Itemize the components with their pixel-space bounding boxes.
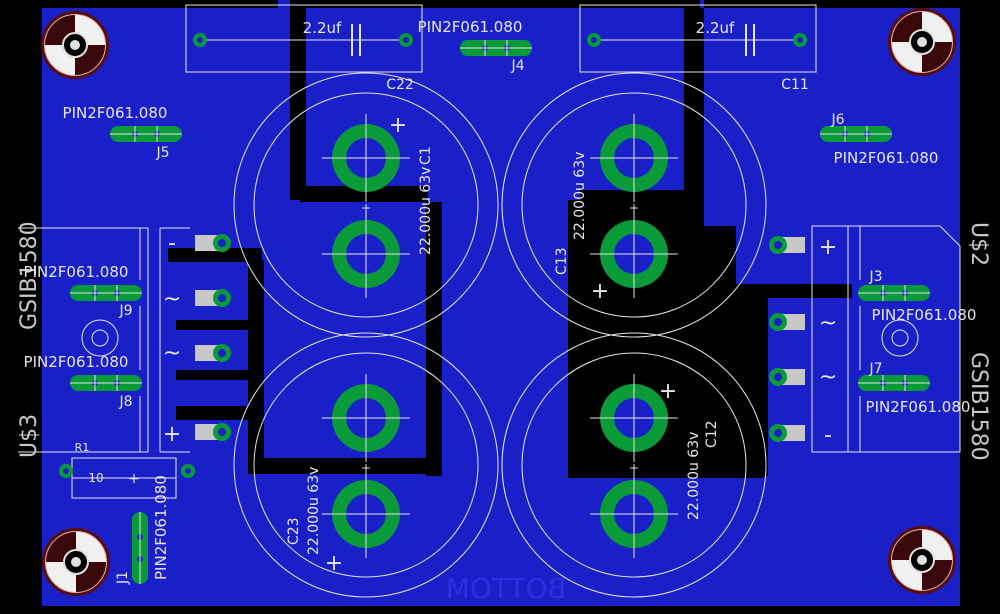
us2-minus-marker: - bbox=[824, 423, 832, 448]
c23-value-label: 22.000u 63v bbox=[306, 467, 322, 555]
mounting-hole-top-left bbox=[40, 10, 110, 80]
r1-value-label: 10 bbox=[88, 471, 103, 485]
capacitor-c1: + + 22.000u 63v C1 bbox=[321, 113, 434, 299]
us2-ac2-marker: ~ bbox=[819, 365, 837, 390]
j1-value-label: PIN2F061.080 bbox=[152, 475, 170, 580]
c13-plus-marker: + bbox=[591, 279, 609, 304]
j6-value-label: PIN2F061.080 bbox=[834, 149, 939, 167]
c11-name-label: C11 bbox=[781, 77, 809, 93]
j5-value-label: PIN2F061.080 bbox=[63, 104, 168, 122]
c23-plus-marker: + bbox=[325, 551, 343, 576]
jumper-j1: J1 PIN2F061.080 bbox=[115, 475, 170, 585]
c12-plus-marker: + bbox=[659, 379, 677, 404]
jumper-j3: J3 PIN2F061.080 bbox=[852, 269, 976, 324]
c23-center-marker: + bbox=[361, 461, 371, 475]
mounting-hole-bottom-left bbox=[41, 527, 111, 597]
j8-name-label: J8 bbox=[118, 394, 132, 410]
c1-name-label: C1 bbox=[418, 146, 434, 165]
jumper-j9: PIN2F061.080 J9 bbox=[24, 263, 146, 319]
electrolytic-outlines bbox=[233, 72, 767, 598]
j4-value-label: PIN2F061.080 bbox=[418, 18, 523, 36]
capacitor-c11: 2.2uf C11 bbox=[579, 4, 817, 93]
j4-name-label: J4 bbox=[510, 58, 524, 74]
r1-name-label: R1 bbox=[75, 441, 90, 454]
bridge-rectifier-us2: + ~ ~ - U$2 GSIB1580 bbox=[769, 222, 991, 461]
us3-ac1-marker: ~ bbox=[163, 287, 181, 312]
r1-plus-marker: + bbox=[128, 471, 140, 487]
jumper-j6: J6 PIN2F061.080 bbox=[819, 112, 939, 167]
j3-value-label: PIN2F061.080 bbox=[872, 306, 977, 324]
jumper-j5: PIN2F061.080 J5 bbox=[63, 104, 183, 161]
resistor-r1: + R1 10 bbox=[56, 441, 196, 499]
c1-center-marker: + bbox=[361, 201, 371, 215]
c13-center-marker: + bbox=[629, 201, 639, 215]
c1-value-label: 22.000u 63v bbox=[418, 167, 434, 255]
capacitor-c23: + + 22.000u 63v C23 bbox=[286, 373, 411, 576]
capacitor-c12: + + 22.000u 63v C12 bbox=[589, 373, 720, 559]
j9-name-label: J9 bbox=[118, 303, 132, 319]
us3-minus-marker: - bbox=[168, 231, 176, 256]
c12-name-label: C12 bbox=[704, 420, 720, 448]
us3-plus-marker: + bbox=[163, 422, 181, 447]
us2-name-label: U$2 bbox=[966, 222, 991, 266]
j7-value-label: PIN2F061.080 bbox=[866, 398, 971, 416]
c12-center-marker: + bbox=[629, 461, 639, 475]
c22-name-label: C22 bbox=[386, 77, 414, 93]
copper-pour bbox=[42, 0, 960, 606]
jumper-j4: PIN2F061.080 J4 bbox=[418, 18, 533, 74]
mounting-hole-bottom-right bbox=[887, 525, 957, 595]
isolation-channels bbox=[168, 0, 866, 478]
mounting-hole-top-right bbox=[887, 7, 957, 77]
j1-name-label: J1 bbox=[115, 571, 131, 585]
c13-name-label: C13 bbox=[554, 247, 570, 275]
j7-name-label: J7 bbox=[868, 361, 882, 377]
c11-value-label: 2.2uf bbox=[696, 19, 735, 37]
us3-ac2-marker: ~ bbox=[163, 341, 181, 366]
j6-name-label: J6 bbox=[830, 112, 844, 128]
bridge-rectifier-us3: - ~ ~ + GSIB1580 U$3 bbox=[17, 221, 231, 458]
j5-name-label: J5 bbox=[155, 145, 169, 161]
c22-value-label: 2.2uf bbox=[303, 19, 342, 37]
jumper-j7: J7 PIN2F061.080 bbox=[852, 361, 970, 416]
c12-value-label: 22.000u 63v bbox=[686, 432, 702, 520]
bottom-layer-label: BOTTOM bbox=[446, 572, 567, 605]
jumper-j8: PIN2F061.080 J8 bbox=[24, 353, 146, 410]
c23-name-label: C23 bbox=[286, 517, 302, 545]
j8-value-label: PIN2F061.080 bbox=[24, 353, 129, 371]
capacitor-c22: 2.2uf C22 bbox=[185, 4, 423, 93]
us3-part-label: GSIB1580 bbox=[17, 221, 42, 330]
c13-value-label: 22.000u 63v bbox=[572, 152, 588, 240]
j3-name-label: J3 bbox=[868, 269, 882, 285]
us2-ac1-marker: ~ bbox=[819, 311, 837, 336]
us2-plus-marker: + bbox=[819, 235, 837, 260]
j9-value-label: PIN2F061.080 bbox=[24, 263, 129, 281]
capacitor-c13: + + 22.000u 63v C13 bbox=[554, 113, 679, 304]
c1-plus-marker: + bbox=[389, 113, 407, 138]
us2-part-label: GSIB1580 bbox=[966, 352, 991, 461]
us3-name-label: U$3 bbox=[17, 414, 42, 458]
